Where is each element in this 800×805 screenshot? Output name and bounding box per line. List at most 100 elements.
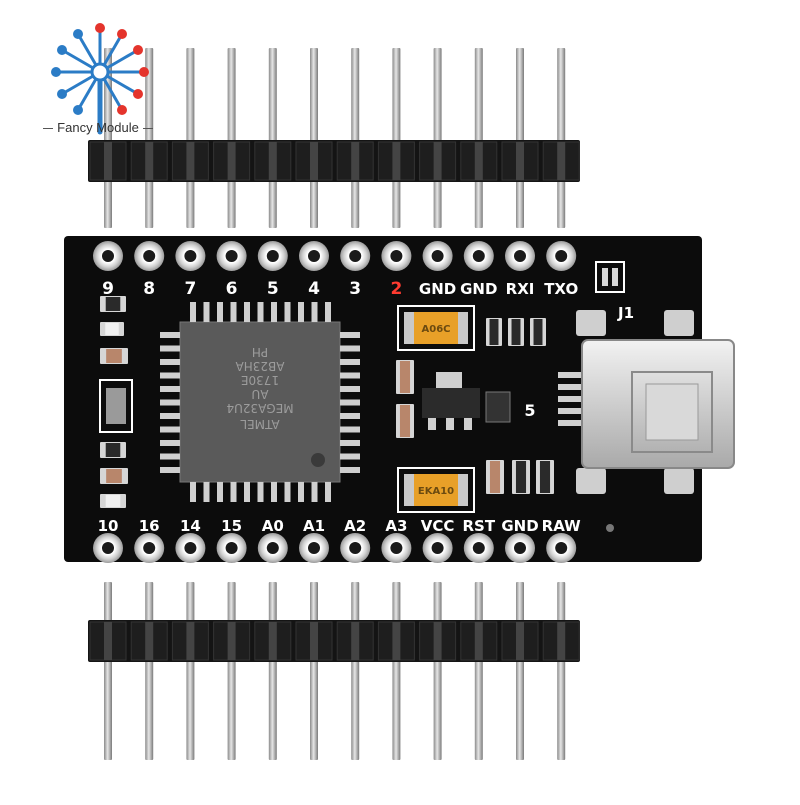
top-header-pin-through [557,142,566,180]
top-header-pin [145,48,154,228]
logo-node [117,105,127,115]
tantalum-capacitor-bottom-label: EKA10 [418,486,454,497]
chip-leg [160,345,180,352]
brand-name: Fancy Module [28,120,168,135]
resistor-vertical-body [539,461,551,493]
logo-core [90,62,110,82]
chip-leg [340,345,360,352]
usb-contact [558,372,584,378]
top-header-pin [310,48,318,228]
tantalum-capacitor-top [404,312,468,344]
tantalum-capacitor-bottom-end [458,474,468,506]
bottom-pin-label: GND [501,517,538,535]
bottom-header-pin-through [227,622,236,660]
mounting-dot [606,524,614,532]
bottom-pin-label: A1 [303,517,325,535]
top-header-pin [557,48,566,228]
logo-node [51,67,61,77]
top-pin-label: 2 [390,279,402,299]
bottom-header-pin [268,582,277,760]
usb-latch-outline [631,371,713,453]
top-header-pin [474,48,483,228]
tantalum-capacitor-top-outline [397,305,475,351]
chip-leg [230,482,237,502]
bottom-header-pin [351,582,360,760]
regulator-leg [428,418,436,430]
top-header-pin-through [186,142,195,180]
chip-leg [340,372,360,379]
resistor-vertical-body [533,319,543,345]
bottom-header-pin [433,582,442,760]
connector-label: J1 [617,304,634,322]
top-pad-hole [555,250,568,262]
usb-contact [558,408,584,414]
top-pin-label: 8 [143,279,155,299]
chip-leg [190,482,196,502]
chip-marking: AB23HA [235,359,285,373]
tantalum-capacitor-bottom [404,474,468,506]
crystal-outline [99,379,133,433]
logo-node [95,23,105,33]
bottom-header-pin-through [557,622,566,660]
bottom-pad-hole [431,542,444,554]
top-pad-hole [102,250,114,262]
top-pad-hole [390,250,403,262]
top-pin-label: 5 [267,279,279,299]
chip-leg [244,302,250,322]
bottom-pin-label: 16 [139,517,160,535]
top-pad-hole [472,250,485,262]
top-header-pin-through [145,142,154,180]
chip-leg [244,482,250,502]
crystal [106,388,126,424]
chip-leg [160,386,180,392]
usb-contact [558,420,584,426]
bottom-header-plastic [88,620,580,662]
top-pin-label: RXI [506,280,535,298]
chip-leg [217,482,223,502]
circuit-tree-icon [51,23,149,135]
bottom-pin-label: 10 [98,517,119,535]
top-pin-label: TXO [544,280,578,298]
chip-leg [298,302,304,322]
chip-leg [284,302,291,322]
bottom-pin-label: VCC [421,517,455,535]
bottom-header-pin [227,582,236,760]
chip-leg [160,426,180,433]
chip-leg [160,372,180,379]
bottom-header-pin-through [351,622,360,660]
chip-leg [340,413,360,419]
chip-leg [160,359,180,365]
chip-leg [160,467,180,473]
tantalum-capacitor-bottom-outline [397,467,475,513]
capacitor-vertical-body [489,461,501,493]
top-header-pin-through [474,142,483,180]
chip-leg [271,302,277,322]
top-header-pin [186,48,195,228]
bottom-header-pin [516,582,524,760]
chip-marking: 1730E [241,373,279,387]
chip-leg [230,302,237,322]
top-header-pin-through [516,142,524,180]
top-header-pin-through [104,142,112,180]
capacitor-small-body [106,469,122,483]
led-body [105,323,119,335]
top-header-pin [268,48,277,228]
usb-mount-tab [664,310,694,336]
bottom-pin-label: A2 [344,517,366,535]
chip-leg [325,482,331,502]
bottom-header-pin [557,582,566,760]
logo-node [57,89,67,99]
chip-leg [271,482,277,502]
top-header-pin-through [227,142,236,180]
bottom-pin-label: RST [463,517,496,535]
bottom-header-pin-through [516,622,524,660]
capacitor-vertical-body [399,405,411,437]
bottom-pin-label: A0 [262,517,284,535]
chip-leg [340,359,360,365]
top-pin-label: GND [460,280,497,298]
logo-node [139,67,149,77]
chip-leg [340,426,360,433]
bottom-header-pin [186,582,195,760]
